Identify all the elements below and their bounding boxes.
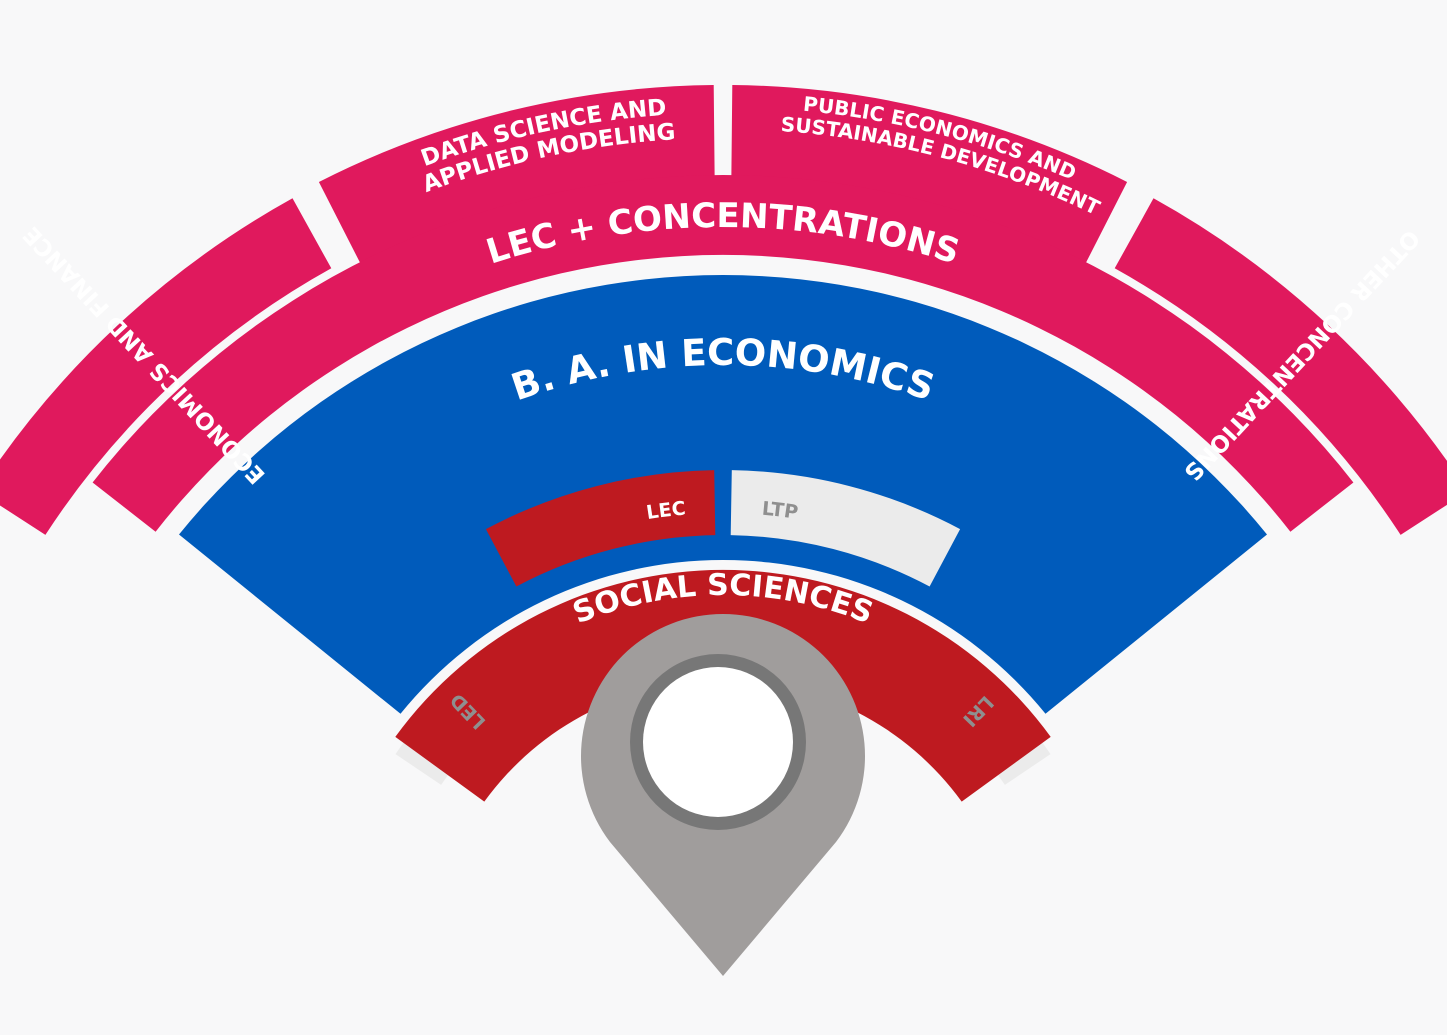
- segment-other-concentrations[interactable]: [1114, 198, 1447, 535]
- segment-data-science[interactable]: [318, 85, 715, 270]
- segment-lec[interactable]: [485, 470, 716, 587]
- label-ltp: LTP: [761, 498, 800, 524]
- segment-ltp[interactable]: [730, 470, 961, 587]
- segment-public-economics[interactable]: [731, 85, 1128, 270]
- pin-hole: [643, 667, 793, 817]
- social-sciences-band[interactable]: [395, 569, 1051, 802]
- lec-concentrations-band[interactable]: [92, 175, 1354, 532]
- label-lec: LEC: [645, 498, 687, 525]
- segment-economics-and-finance[interactable]: [0, 198, 332, 535]
- ba-economics-band[interactable]: [179, 275, 1267, 714]
- map-pin-icon: [581, 614, 865, 976]
- outer-ring: [0, 85, 1447, 535]
